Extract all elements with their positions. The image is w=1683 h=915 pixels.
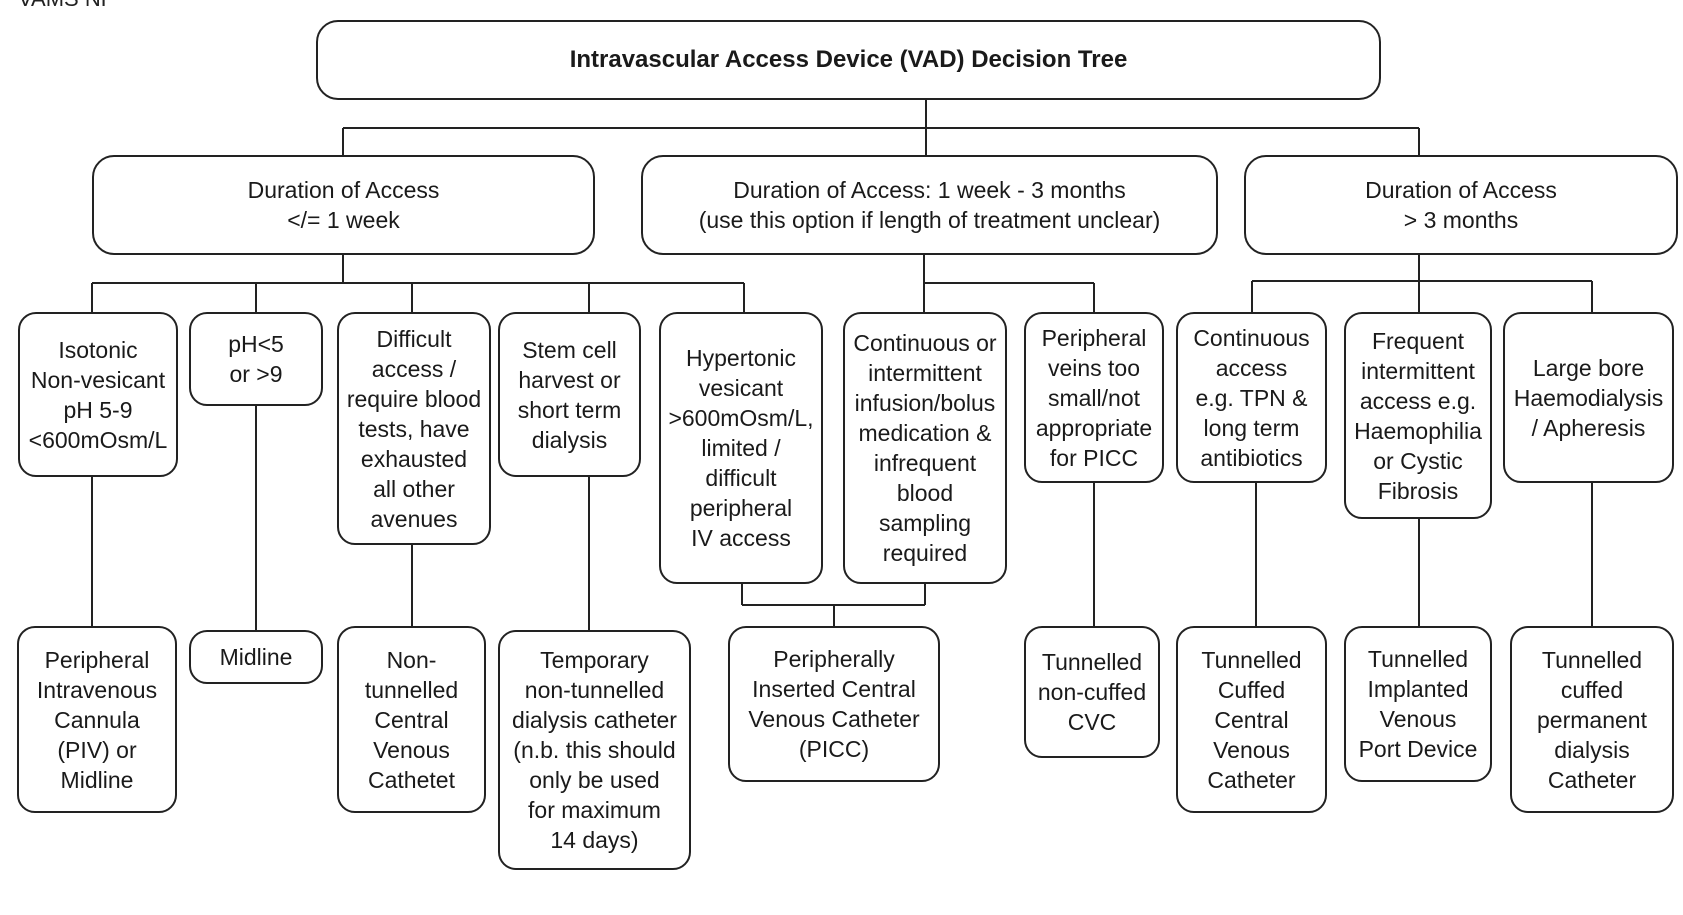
device-permanent-dialysis-catheter: Tunnelled cuffed permanent dialysis Cath… — [1510, 626, 1674, 813]
duration-long: Duration of Access > 3 months — [1244, 155, 1678, 255]
criterion-large-bore: Large bore Haemodialysis / Apheresis — [1503, 312, 1674, 483]
criterion-frequent-intermittent: Frequent intermittent access e.g. Haemop… — [1344, 312, 1492, 519]
criterion-stem-cell: Stem cell harvest or short term dialysis — [498, 312, 641, 477]
corner-label: VAMS NP — [18, 0, 115, 12]
duration-medium: Duration of Access: 1 week - 3 months (u… — [641, 155, 1218, 255]
device-temporary-dialysis: Temporary non-tunnelled dialysis cathete… — [498, 630, 691, 870]
criterion-difficult-access: Difficult access / require blood tests, … — [337, 312, 491, 545]
device-picc: Peripherally Inserted Central Venous Cat… — [728, 626, 940, 782]
criterion-small-veins: Peripheral veins too small/not appropria… — [1024, 312, 1164, 483]
diagram-title: Intravascular Access Device (VAD) Decisi… — [316, 20, 1381, 100]
device-non-tunnelled-cvc: Non- tunnelled Central Venous Cathetet — [337, 626, 486, 813]
criterion-continuous-access: Continuous access e.g. TPN & long term a… — [1176, 312, 1327, 483]
device-implanted-port: Tunnelled Implanted Venous Port Device — [1344, 626, 1492, 782]
device-piv: Peripheral Intravenous Cannula (PIV) or … — [17, 626, 177, 813]
device-tunnelled-non-cuffed-cvc: Tunnelled non-cuffed CVC — [1024, 626, 1160, 758]
criterion-ph: pH<5 or >9 — [189, 312, 323, 406]
criterion-isotonic: Isotonic Non-vesicant pH 5-9 <600mOsm/L — [18, 312, 178, 477]
criterion-hypertonic: Hypertonic vesicant >600mOsm/L, limited … — [659, 312, 823, 584]
device-tunnelled-cuffed-cvc: Tunnelled Cuffed Central Venous Catheter — [1176, 626, 1327, 813]
duration-short: Duration of Access </= 1 week — [92, 155, 595, 255]
device-midline: Midline — [189, 630, 323, 684]
criterion-continuous-infusion: Continuous or intermittent infusion/bolu… — [843, 312, 1007, 584]
